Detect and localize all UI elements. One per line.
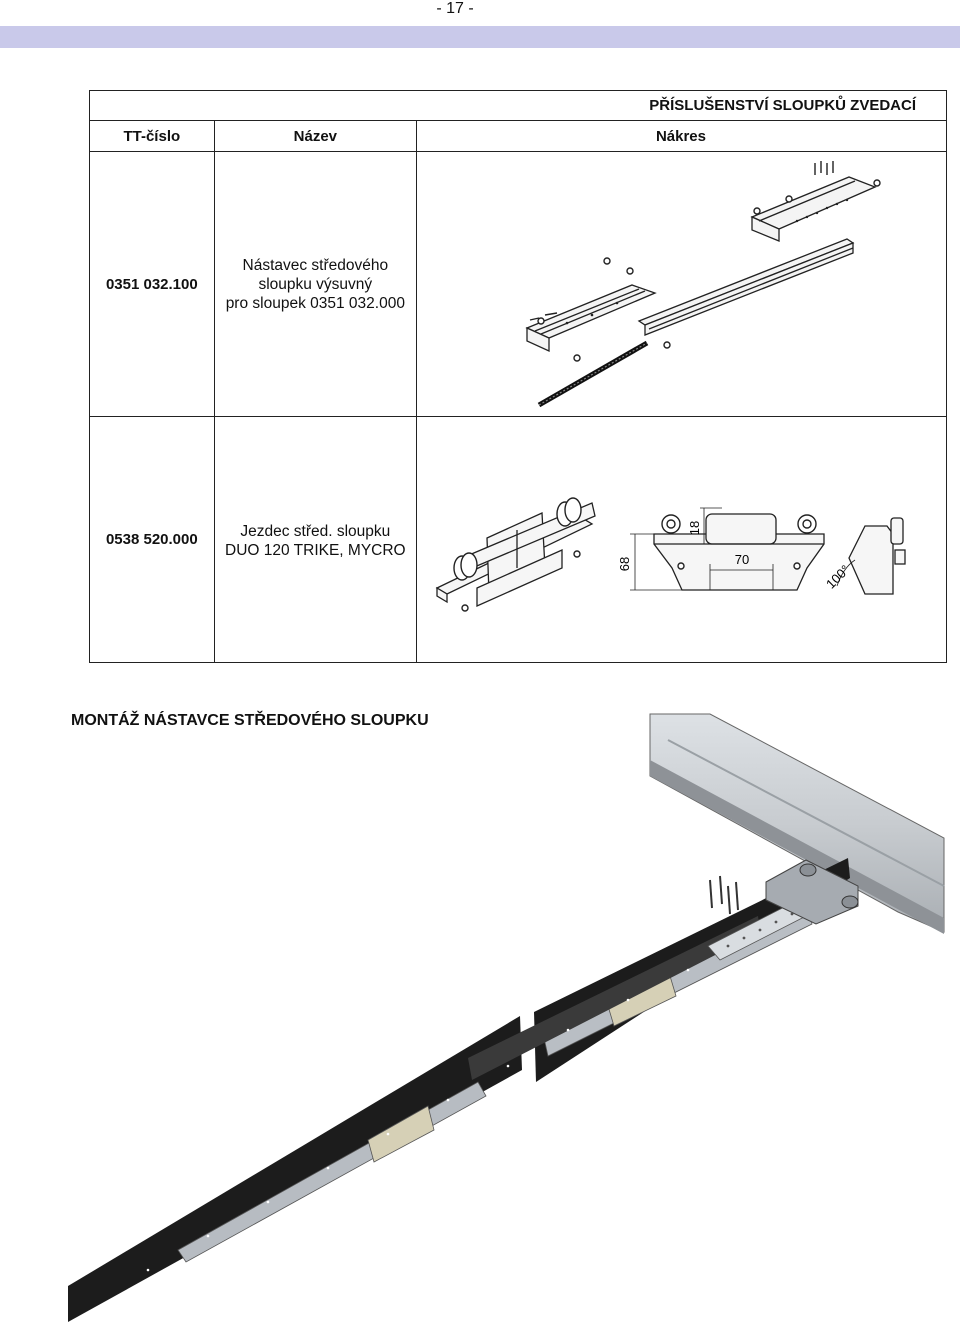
drawing-extension — [416, 151, 947, 417]
table-row: 0538 520.000 Jezdec střed. sloupku DUO 1… — [89, 416, 947, 663]
assembly-illustration — [68, 713, 945, 1322]
item-name: Nástavec středového sloupku výsuvný pro … — [213, 151, 418, 417]
item-name-line: sloupku výsuvný — [258, 275, 373, 293]
accessories-table: PŘÍSLUŠENSTVÍ SLOUPKŮ ZVEDACÍ TT-číslo N… — [89, 90, 947, 663]
item-number: 0351 032.100 — [89, 151, 215, 417]
page-number: - 17 - — [436, 0, 474, 17]
item-name-line: DUO 120 TRIKE, MYCRO — [225, 542, 406, 559]
table-header-row: TT-číslo Název Nákres — [89, 120, 947, 152]
table-title: PŘÍSLUŠENSTVÍ SLOUPKŮ ZVEDACÍ — [89, 90, 947, 121]
dimension-width: 70 — [735, 552, 749, 567]
table-row: 0351 032.100 Nástavec středového sloupku… — [89, 151, 947, 417]
dimension-top: 18 — [687, 520, 702, 534]
item-number: 0538 520.000 — [89, 416, 215, 663]
section-title: MONTÁŽ NÁSTAVCE STŘEDOVÉHO SLOUPKU — [71, 712, 429, 729]
slider-drawing: 68 18 70 100° — [435, 496, 906, 612]
header-drawing: Nákres — [416, 120, 947, 152]
table-title-row: PŘÍSLUŠENSTVÍ SLOUPKŮ ZVEDACÍ — [89, 90, 947, 121]
drawing-slider: 68 18 70 100° — [416, 416, 947, 663]
item-name-line: Jezdec střed. sloupku — [240, 523, 391, 540]
item-name: Jezdec střed. sloupku DUO 120 TRIKE, MYC… — [213, 416, 418, 663]
item-name-line: Nástavec středového — [242, 256, 389, 274]
item-name-line: pro sloupek 0351 032.000 — [225, 294, 405, 312]
extension-drawing — [525, 160, 881, 407]
header-band — [0, 26, 960, 48]
header-number: TT-číslo — [89, 120, 215, 152]
dimension-height: 68 — [617, 556, 632, 570]
header-name: Název — [213, 120, 418, 152]
